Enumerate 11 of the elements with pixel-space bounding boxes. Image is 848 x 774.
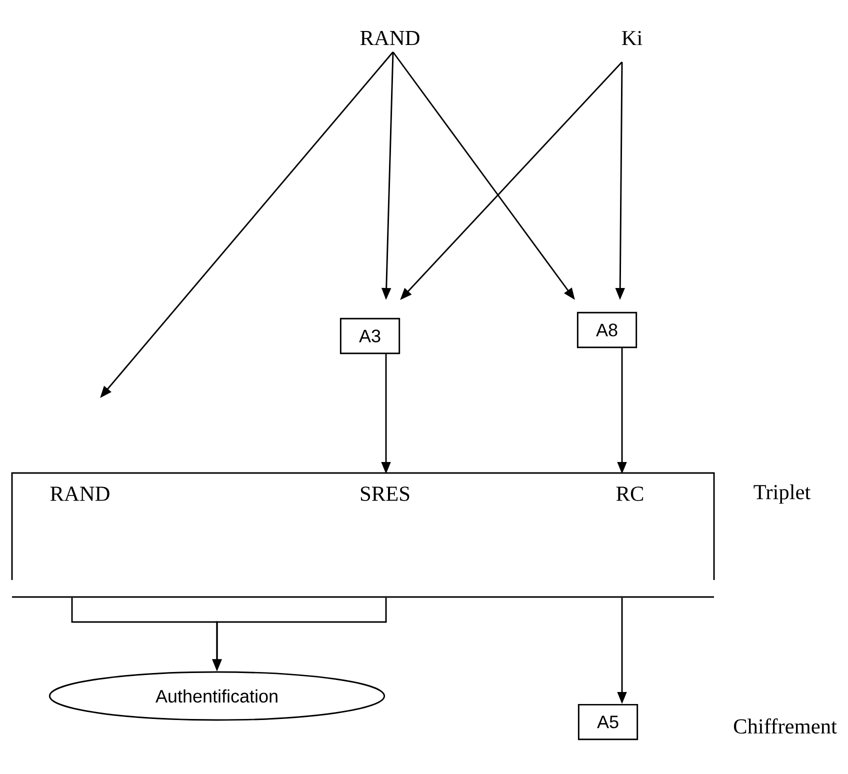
node-label: Ki [622,30,642,46]
process-box: A3 [340,318,400,354]
process-box: A5 [578,704,638,740]
side-label: Chiffrement [734,718,837,734]
process-box: A8 [576,312,638,348]
side-label: Triplet [754,484,811,504]
node-label: RAND [360,30,420,46]
triplet-frame [11,472,715,598]
node-label: RC [616,486,644,501]
node-label: RAND [50,486,110,501]
node-label: SRES [360,486,410,501]
